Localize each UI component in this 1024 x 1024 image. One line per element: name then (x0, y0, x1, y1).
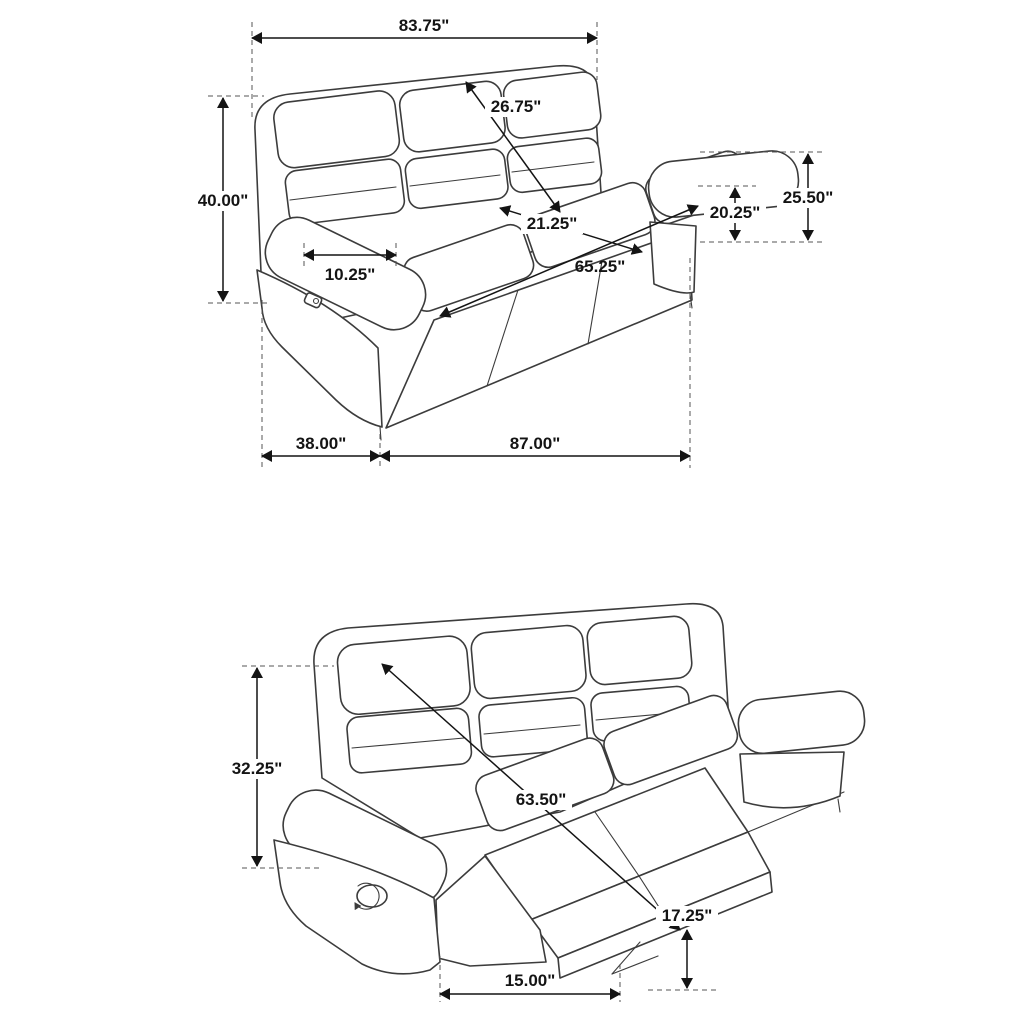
dim-label-seat-height: 20.25" (710, 203, 761, 222)
dim-label-back-width: 83.75" (399, 16, 450, 35)
dim-arm-width: 10.25" (303, 243, 397, 284)
dim-label-arm-height: 25.50" (783, 188, 834, 207)
reclined-figure: 32.25" 63.50" 15.00" 17.25" (226, 602, 866, 1002)
right-front-leg (837, 798, 841, 813)
dim-footrest-height: 17.25" (648, 906, 720, 991)
dim-label-seat-depth: 21.25" (527, 214, 578, 233)
dim-label-footrest-clearance: 15.00" (505, 971, 556, 990)
left-front-leg (379, 426, 382, 441)
cushion-seam (289, 186, 397, 201)
dimension-arrow (465, 81, 561, 213)
recline-handle (356, 884, 388, 908)
dim-overall-width: 87.00" (379, 258, 691, 468)
dim-label-arm-width: 10.25" (325, 265, 376, 284)
upright-figure: 83.75" 26.75" 40.00" 25.50" 20.25" (192, 16, 839, 468)
headrest-cushion (470, 624, 587, 700)
dim-label-footrest-height: 17.25" (662, 906, 713, 925)
recline-arrow-icon (354, 882, 380, 911)
dim-label-seat-width: 65.25" (575, 257, 626, 276)
right-arm-panel (739, 751, 845, 809)
footrest-strut (611, 955, 659, 975)
dim-label-reclined-height: 32.25" (232, 759, 283, 778)
dim-label-depth: 38.00" (296, 434, 347, 453)
lumbar-cushion (346, 707, 473, 774)
power-button-dot (312, 297, 320, 305)
dim-seat-height: 20.25" (698, 185, 766, 241)
label-backplate (510, 790, 572, 810)
dim-overall-height: 40.00" (192, 95, 268, 304)
sofa-upright-drawing (254, 64, 800, 441)
headrest-cushion (336, 635, 471, 716)
dimension-arrow (439, 204, 699, 318)
left-armrest (264, 216, 427, 331)
dim-label-overall-height: 40.00" (198, 191, 249, 210)
dim-label-back-diagonal: 26.75" (491, 97, 542, 116)
dim-reclined-length: 63.50" (381, 663, 681, 931)
label-backplate (226, 759, 288, 779)
dim-label-reclined-length: 63.50" (516, 790, 567, 809)
lumbar-cushion (284, 158, 406, 226)
dim-back-diagonal: 26.75" (465, 81, 561, 213)
right-armrest (737, 690, 866, 755)
dim-depth: 38.00" (261, 300, 381, 468)
right-arm-panel (649, 221, 697, 294)
dim-seat-width: 65.25" (439, 204, 699, 318)
label-backplate (485, 97, 547, 117)
label-backplate (192, 191, 254, 211)
footrest-strut (611, 941, 641, 975)
headrest-cushion (273, 90, 401, 169)
dim-reclined-height: 32.25" (226, 665, 334, 869)
dim-footrest-clearance: 15.00" (439, 956, 621, 1002)
label-backplate (656, 906, 718, 926)
dim-arm-height: 25.50" (700, 151, 839, 243)
label-backplate (704, 203, 766, 223)
dim-back-width: 83.75" (251, 16, 598, 120)
headrest-cushion (586, 615, 693, 686)
dim-label-overall-width: 87.00" (510, 434, 561, 453)
label-backplate (777, 188, 839, 208)
